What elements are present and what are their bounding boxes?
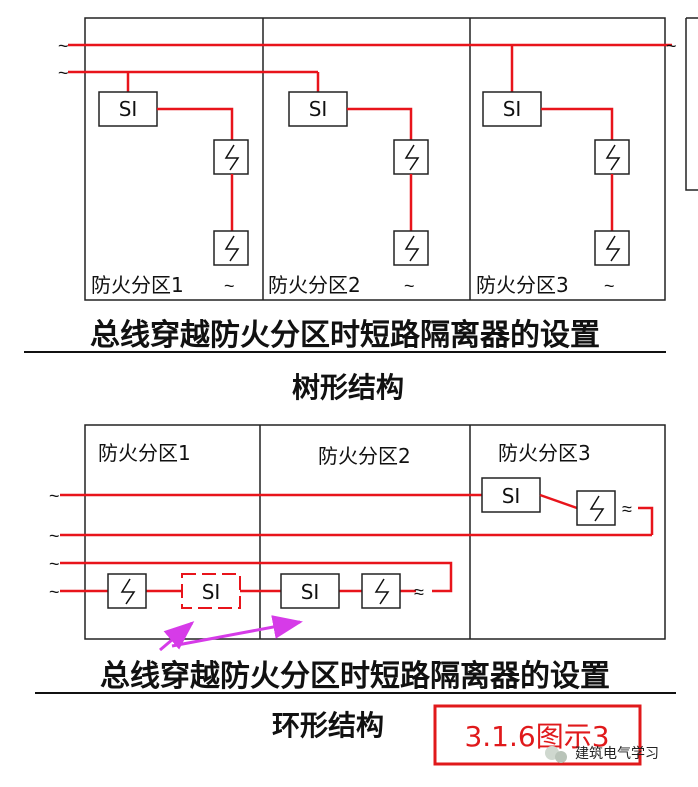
ring-diagram: 防火分区1 防火分区2 防火分区3 ~ ~ ~ ~ SI SI ≈ SI <box>49 424 666 652</box>
tree-frame <box>84 17 666 301</box>
zone-label: 防火分区3 <box>476 273 569 297</box>
ring-frame <box>84 424 666 640</box>
line-end-tilde-icon: ~ <box>49 486 60 506</box>
ring-bus <box>60 561 453 593</box>
line-end-tilde-icon: ~ <box>49 554 60 574</box>
zone-label: 防火分区3 <box>498 441 591 465</box>
watermark-text: 建筑电气学习 <box>575 746 659 762</box>
short-circuit-isolator <box>288 91 348 127</box>
line-end-tilde-icon: ~ <box>604 276 615 296</box>
line-end-tilde-icon: ~ <box>666 36 677 56</box>
ring-heading: 总线穿越防火分区时短路隔离器的设置 <box>100 659 610 694</box>
isolator-label: SI <box>202 580 221 604</box>
line-end-tilde-icon: ~ <box>58 36 69 56</box>
line-end-tilde-icon: ~ <box>224 276 235 296</box>
short-circuit-isolator <box>280 573 340 609</box>
tree-heading: 总线穿越防火分区时短路隔离器的设置 <box>90 318 600 353</box>
line-end-tilde-icon: ~ <box>404 276 415 296</box>
line-end-tilde-icon: ≈ <box>414 582 424 602</box>
ring-subheading: 环形结构 <box>272 709 384 742</box>
line-end-tilde-icon: ~ <box>49 526 60 546</box>
line-end-tilde-icon: ≈ <box>622 499 632 519</box>
figure-badge: 3.1.6图示3 <box>464 720 609 753</box>
zone-label: 防火分区1 <box>98 441 191 465</box>
watermark: 建筑电气学习 <box>545 746 659 763</box>
isolator-label: SI <box>119 97 138 121</box>
tree-diagram: ~ ~ ~ SI ~ 防火分区1 SI ~ 防火分区2 SI <box>58 17 698 301</box>
adjacent-frame-edge <box>685 17 698 191</box>
line-end-tilde-icon: ~ <box>49 582 60 602</box>
short-circuit-isolator <box>482 91 542 127</box>
isolator-label: SI <box>503 97 522 121</box>
figure-badge-frame <box>433 704 642 766</box>
line-end-tilde-icon: ~ <box>58 63 69 83</box>
isolator-label: SI <box>309 97 328 121</box>
zone-label: 防火分区2 <box>268 273 361 297</box>
short-circuit-isolator <box>181 573 241 609</box>
short-circuit-isolator <box>481 477 541 513</box>
isolator-label: SI <box>502 484 521 508</box>
isolator-label: SI <box>301 580 320 604</box>
tree-subheading: 树形结构 <box>292 371 404 404</box>
pointer-arrow <box>171 615 303 648</box>
detector-icon <box>361 573 401 609</box>
zone-label: 防火分区2 <box>318 444 411 468</box>
pointer-arrow <box>159 621 195 652</box>
zone-label: 防火分区1 <box>91 273 184 297</box>
